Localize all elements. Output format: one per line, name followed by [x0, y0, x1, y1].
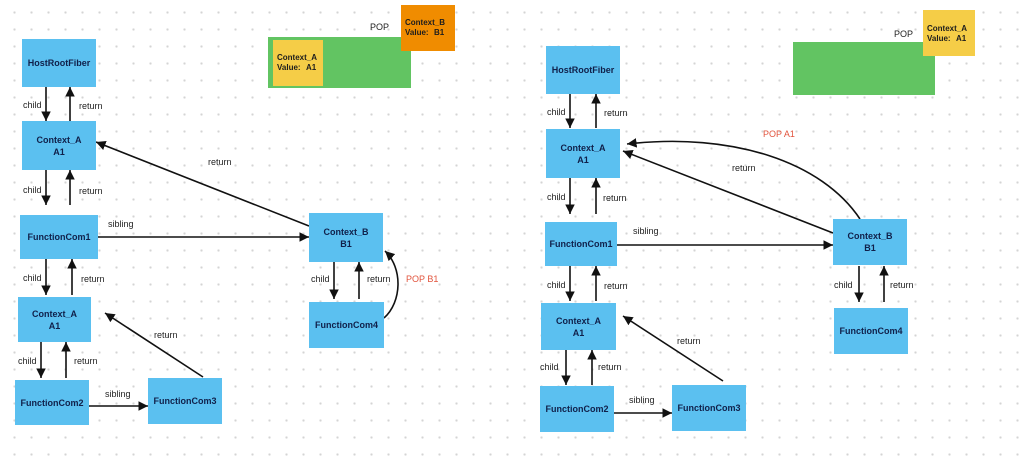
node-value: A1 — [53, 146, 65, 157]
node-function-com4[interactable]: FunctionCom4 — [309, 302, 384, 348]
edge-label-return: return — [732, 163, 756, 173]
node-label: FunctionCom2 — [20, 397, 84, 408]
node-context-a-inner[interactable]: Context_A A1 — [541, 303, 616, 350]
node-function-com1[interactable]: FunctionCom1 — [20, 215, 98, 259]
node-label: Context_B — [323, 226, 369, 237]
edge-label-return: return — [603, 193, 627, 203]
edge-label-child: child — [23, 185, 42, 195]
node-context-a[interactable]: Context_A A1 — [22, 121, 96, 170]
node-label: HostRootFiber — [551, 65, 615, 75]
edge-label-return: return — [890, 280, 914, 290]
stack-entry-value: A1 — [956, 34, 967, 43]
stack-entry-value: A1 — [306, 63, 317, 72]
stack-entry-key: Context_A — [927, 24, 968, 33]
edge-label-sibling: sibling — [629, 395, 655, 405]
edge-label-child: child — [23, 100, 42, 110]
stack-entry-context-a: Context_A Value: A1 — [273, 40, 323, 86]
edge-label-sibling: sibling — [105, 389, 131, 399]
stack-entry-value-label: Value: — [405, 28, 429, 37]
stack-entry-context-a: Context_A Value: A1 — [923, 10, 975, 56]
edge-label-sibling: sibling — [633, 226, 659, 236]
node-label: FunctionCom1 — [27, 232, 91, 242]
stack-entry-context-b: Context_B Value: B1 — [401, 5, 455, 51]
node-label: Context_A — [560, 142, 606, 153]
node-host-root-fiber[interactable]: HostRootFiber — [546, 46, 620, 94]
edge-label-return: return — [79, 101, 103, 111]
edge-label-return: return — [677, 336, 701, 346]
node-context-a[interactable]: Context_A A1 — [546, 129, 620, 178]
node-label: FunctionCom4 — [315, 320, 378, 330]
node-context-b[interactable]: Context_B B1 — [309, 213, 383, 262]
node-host-root-fiber[interactable]: HostRootFiber — [22, 39, 96, 87]
stack-pop-label: POP — [894, 29, 914, 39]
edge-label-child: child — [547, 280, 566, 290]
edge-label-return: return — [604, 108, 628, 118]
edge-label-return: return — [208, 157, 232, 167]
edge-return-context-b-to-context-a — [95, 141, 310, 227]
edge-label-return: return — [81, 274, 105, 284]
node-label: Context_B — [847, 231, 893, 241]
edge-label-sibling: sibling — [108, 219, 134, 229]
node-context-a-inner[interactable]: Context_A A1 — [18, 297, 91, 342]
edge-label-return: return — [604, 281, 628, 291]
edge-label-return: return — [598, 362, 622, 372]
stack-entry-value-label: Value: — [277, 63, 301, 72]
node-function-com2[interactable]: FunctionCom2 — [15, 380, 89, 425]
edge-label-child: child — [547, 192, 566, 202]
node-label: Context_A — [555, 315, 601, 326]
node-value: A1 — [577, 154, 589, 165]
edge-label-child: child — [18, 356, 37, 366]
stack-entry-key: Context_B — [405, 18, 446, 27]
context-stack — [793, 42, 935, 95]
edge-return-function-com3-to-context-a-inner — [104, 312, 204, 378]
node-value: B1 — [864, 243, 876, 253]
node-value: A1 — [48, 320, 61, 331]
node-label: FunctionCom4 — [839, 326, 903, 336]
node-function-com3[interactable]: FunctionCom3 — [148, 378, 222, 424]
node-function-com3[interactable]: FunctionCom3 — [672, 385, 746, 431]
node-label: Context_A — [36, 134, 82, 145]
stack-entry-key: Context_A — [277, 53, 318, 62]
node-function-com4[interactable]: FunctionCom4 — [834, 308, 908, 354]
edge-label-child: child — [311, 274, 330, 284]
edge-label-child: child — [540, 362, 559, 372]
node-label: Context_A — [31, 308, 77, 319]
stack-entry-value-label: Value: — [927, 34, 951, 43]
node-value: A1 — [572, 327, 585, 338]
node-label: FunctionCom3 — [677, 403, 741, 413]
node-label: FunctionCom3 — [153, 396, 217, 406]
edge-pop-a1 — [626, 138, 861, 220]
node-context-b[interactable]: Context_B B1 — [833, 219, 907, 265]
node-value: B1 — [340, 238, 352, 249]
edge-label-child: child — [23, 273, 42, 283]
edge-pop-b1 — [383, 250, 399, 319]
edge-label-pop-a1: POP A1 — [763, 129, 795, 139]
edge-label-child: child — [547, 107, 566, 117]
edge-label-return: return — [154, 330, 178, 340]
edge-label-return: return — [79, 186, 103, 196]
stack-pop-label: POP — [370, 22, 390, 32]
edge-label-pop-b1: POP B1 — [406, 274, 439, 284]
node-function-com1[interactable]: FunctionCom1 — [545, 222, 617, 266]
node-label: HostRootFiber — [27, 58, 91, 68]
edge-label-child: child — [834, 280, 853, 290]
node-label: FunctionCom1 — [549, 239, 613, 249]
edge-return-context-b-to-context-a — [622, 150, 834, 234]
edge-return-function-com3-to-context-a-inner — [622, 315, 724, 382]
node-label: FunctionCom2 — [545, 404, 609, 414]
edge-label-return: return — [367, 274, 391, 284]
edge-label-return: return — [74, 356, 98, 366]
node-function-com2[interactable]: FunctionCom2 — [540, 386, 614, 432]
stack-entry-value: B1 — [434, 28, 445, 37]
